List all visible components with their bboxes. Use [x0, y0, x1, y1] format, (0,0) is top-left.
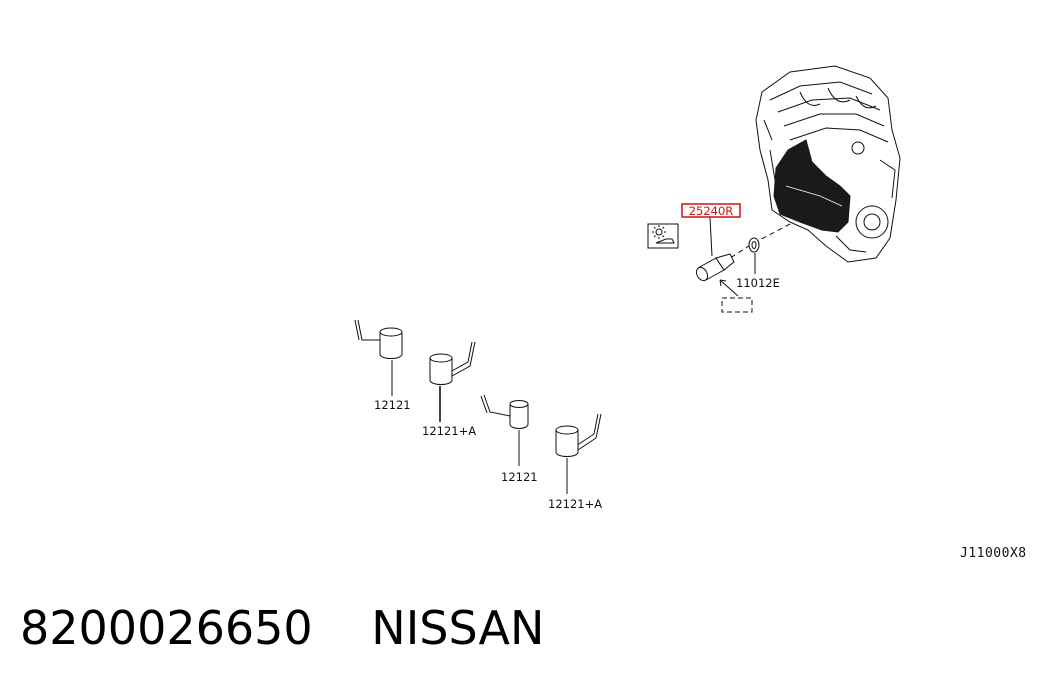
sensor-icon	[695, 253, 735, 282]
part-label-clip-2[interactable]: 12121+A	[422, 424, 476, 438]
part-label-clip-1[interactable]: 12121	[374, 398, 411, 412]
arrow-icon	[719, 279, 739, 297]
sensor-leader-line	[709, 216, 713, 257]
sun-symbol-icon	[647, 223, 679, 249]
part-label-clip-4[interactable]: 12121+A	[548, 497, 602, 511]
clip-icon	[429, 341, 476, 385]
clip-icon	[480, 394, 529, 429]
highlight-box	[681, 203, 741, 218]
part-label-washer[interactable]: 11012E	[736, 276, 780, 290]
highlighted-part-number: 25240R	[689, 204, 734, 218]
footer: 8200026650 NISSAN	[20, 598, 544, 658]
washer-icon	[748, 237, 760, 253]
brand-name: NISSAN	[371, 601, 545, 655]
clip-icon	[555, 413, 602, 457]
part-number: 8200026650	[20, 601, 313, 655]
reference-box	[721, 297, 753, 313]
part-label-25240R[interactable]: 25240R	[681, 203, 741, 218]
engine-block-icon	[755, 65, 901, 263]
part-label-clip-3[interactable]: 12121	[501, 470, 538, 484]
diagram-reference-code: J11000X8	[960, 546, 1027, 561]
mount-leader-line	[723, 223, 791, 263]
clip-icon	[354, 319, 403, 359]
